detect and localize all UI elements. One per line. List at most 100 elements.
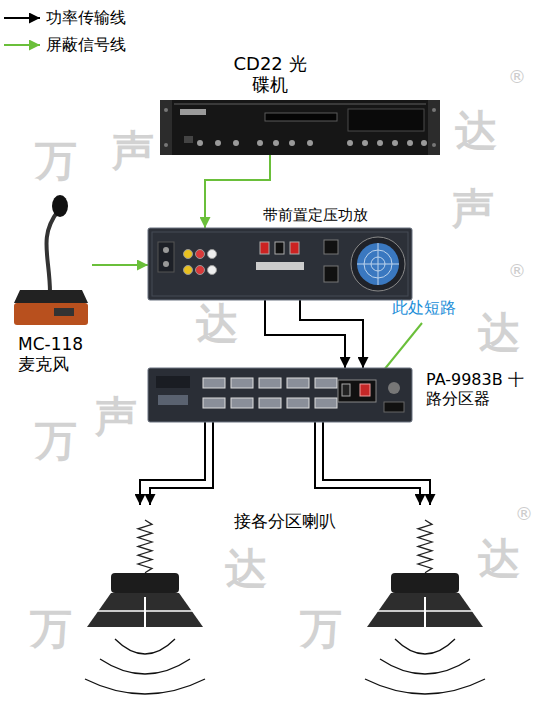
button — [215, 140, 221, 146]
cone-split — [144, 597, 146, 627]
microphone-art — [10, 195, 92, 330]
zone-divider: PA-9983B 十路分区器 — [148, 368, 412, 422]
mic-base-top — [14, 290, 88, 303]
button — [197, 140, 203, 146]
connector — [140, 422, 430, 505]
spring-wire — [418, 520, 432, 573]
button — [233, 140, 239, 146]
watermark: ® — [508, 68, 526, 86]
microphone: MC-118 麦克风 — [10, 195, 92, 330]
button — [407, 140, 413, 146]
fan-housing — [351, 237, 405, 291]
wire — [92, 264, 148, 266]
db-connector — [158, 395, 188, 405]
cd-player-art — [160, 100, 440, 155]
output-terminal — [231, 378, 253, 388]
legend-text: 功率传输线 — [46, 10, 126, 26]
divider-body — [148, 368, 412, 422]
rack-ear — [160, 100, 172, 155]
watermark: 声 — [112, 130, 154, 172]
callout-note: 此处短路 — [392, 300, 456, 316]
button — [392, 140, 398, 146]
amp-body — [148, 228, 412, 300]
rca-jack — [208, 266, 217, 275]
sound-wave — [85, 679, 205, 694]
watermark: 达 — [196, 303, 238, 345]
button — [257, 140, 263, 146]
watermark: 达 — [478, 312, 520, 354]
mic-button — [54, 308, 74, 316]
connector — [205, 155, 270, 228]
input-block — [338, 380, 376, 402]
speaker-magnet — [391, 573, 459, 593]
cone-split — [377, 610, 473, 612]
rack-hole — [164, 143, 168, 147]
speaker-cone — [367, 593, 483, 627]
watermark: ® — [515, 505, 533, 523]
amplifier: 带前置定压功放 — [148, 228, 412, 300]
output-terminal — [259, 378, 281, 388]
input-panel — [158, 242, 174, 272]
sound-wave — [395, 639, 455, 654]
input-knob — [163, 247, 169, 253]
sound-wave — [365, 679, 485, 694]
power-switch — [324, 240, 338, 254]
legend-text: 屏蔽信号线 — [46, 37, 126, 53]
usb-port — [184, 136, 193, 143]
power-socket — [324, 266, 338, 282]
watermark: 达 — [478, 538, 520, 580]
device-label: MC-118 麦克风 — [18, 334, 103, 375]
display — [348, 109, 424, 131]
short-terminal — [360, 384, 370, 396]
speaker-terminal — [290, 242, 299, 254]
output-terminal — [231, 398, 253, 408]
watermark: 万 — [30, 608, 72, 650]
speaker-terminal — [275, 242, 284, 254]
wire — [323, 422, 430, 505]
wire — [265, 300, 345, 368]
cd-body — [160, 100, 440, 155]
speaker-cone — [87, 593, 203, 627]
mic-head — [52, 195, 68, 217]
rack-hole — [432, 143, 436, 147]
sound-wave — [100, 659, 190, 674]
control-panel — [156, 376, 190, 388]
power-socket — [384, 402, 404, 412]
speaker-terminal — [260, 242, 269, 254]
watermark: ® — [508, 262, 526, 280]
sound-wave — [115, 639, 175, 654]
connector — [265, 300, 363, 368]
device-label: CD22 光碟机 — [230, 53, 310, 96]
device-label: PA-9983B 十路分区器 — [426, 370, 531, 408]
rack-hole — [164, 108, 168, 112]
rca-jack — [184, 266, 193, 275]
device-label: 接各分区喇叭 — [90, 511, 480, 531]
button — [289, 140, 295, 146]
output-terminal — [203, 398, 225, 408]
output-terminal — [287, 398, 309, 408]
rca-jack — [196, 250, 205, 259]
output-terminal — [315, 398, 337, 408]
watermark: 万 — [35, 140, 77, 182]
rca-jack — [184, 250, 193, 259]
watermark: 声 — [452, 188, 494, 230]
cone-split — [424, 597, 426, 627]
legend-sample — [4, 17, 40, 19]
rack-hole — [432, 108, 436, 112]
rca-jack — [208, 250, 217, 259]
spring-wire — [138, 520, 152, 573]
wire — [300, 300, 363, 368]
wire — [150, 422, 213, 505]
speaker-group-art — [90, 505, 480, 715]
gooseneck — [46, 211, 58, 293]
face-highlight — [174, 103, 426, 105]
rack-ear — [428, 100, 440, 155]
cone-split — [97, 610, 193, 612]
amplifier-art — [148, 228, 412, 300]
legend-sample — [4, 44, 40, 46]
disc-tray — [265, 113, 337, 121]
button — [377, 140, 383, 146]
rca-jack — [196, 266, 205, 275]
watermark: 万 — [35, 420, 77, 462]
